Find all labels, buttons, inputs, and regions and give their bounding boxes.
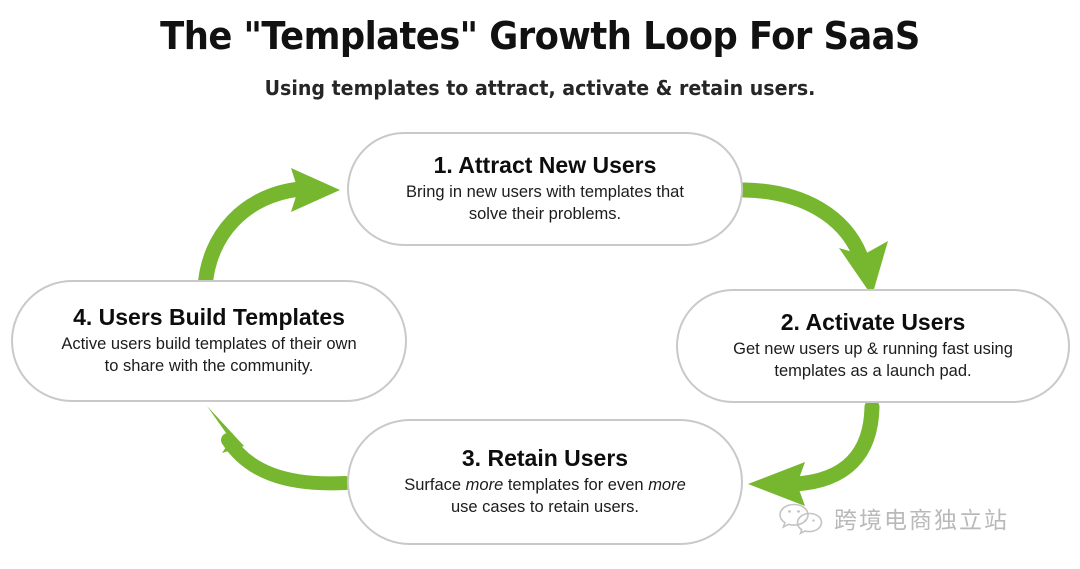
node-users-build-templates[interactable]: 4. Users Build Templates Active users bu…: [11, 280, 407, 402]
node2-title: 2. Activate Users: [780, 309, 966, 336]
node3-desc-emphasis-2: more: [648, 476, 686, 495]
node-attract-new-users[interactable]: 1. Attract New Users Bring in new users …: [347, 132, 743, 246]
node3-description: Surface more templates for even more use…: [386, 475, 704, 519]
arrow-3-to-4: [207, 406, 352, 491]
arrow-4-to-1: [197, 168, 340, 296]
node4-description: Active users build templates of their ow…: [43, 334, 374, 378]
node1-desc-line1: Bring in new users with templates that: [406, 183, 684, 202]
node-activate-users[interactable]: 2. Activate Users Get new users up & run…: [676, 289, 1070, 403]
node1-description: Bring in new users with templates that s…: [388, 182, 702, 226]
watermark-text: 跨境电商独立站: [834, 508, 1009, 534]
node4-title: 4. Users Build Templates: [73, 304, 345, 331]
node2-desc-line1: Get new users up & running fast using: [733, 340, 1013, 359]
node3-desc-emphasis-1: more: [465, 476, 504, 495]
wechat-logo-icon: [779, 503, 823, 535]
node4-desc-line1: Active users build templates of their ow…: [61, 335, 357, 354]
node1-title: 1. Attract New Users: [433, 152, 657, 179]
page-title: The "Templates" Growth Loop For SaaS: [160, 14, 920, 58]
node2-desc-line2: templates as a launch pad.: [774, 362, 972, 381]
node3-title: 3. Retain Users: [461, 445, 629, 472]
watermark: 跨境电商独立站: [778, 494, 1068, 542]
page-subtitle: Using templates to attract, activate & r…: [264, 76, 816, 100]
arrow-1-to-2: [736, 182, 888, 296]
node2-description: Get new users up & running fast using te…: [715, 339, 1031, 383]
node3-desc-part2: templates for even: [503, 476, 649, 495]
arrow-2-to-3: [748, 399, 880, 506]
node1-desc-line2: solve their problems.: [468, 205, 622, 224]
node4-desc-line2: to share with the community.: [104, 357, 314, 376]
node3-desc-part1: Surface: [404, 476, 466, 495]
node-retain-users[interactable]: 3. Retain Users Surface more templates f…: [347, 419, 743, 545]
node3-desc-line2: use cases to retain users.: [450, 498, 639, 517]
